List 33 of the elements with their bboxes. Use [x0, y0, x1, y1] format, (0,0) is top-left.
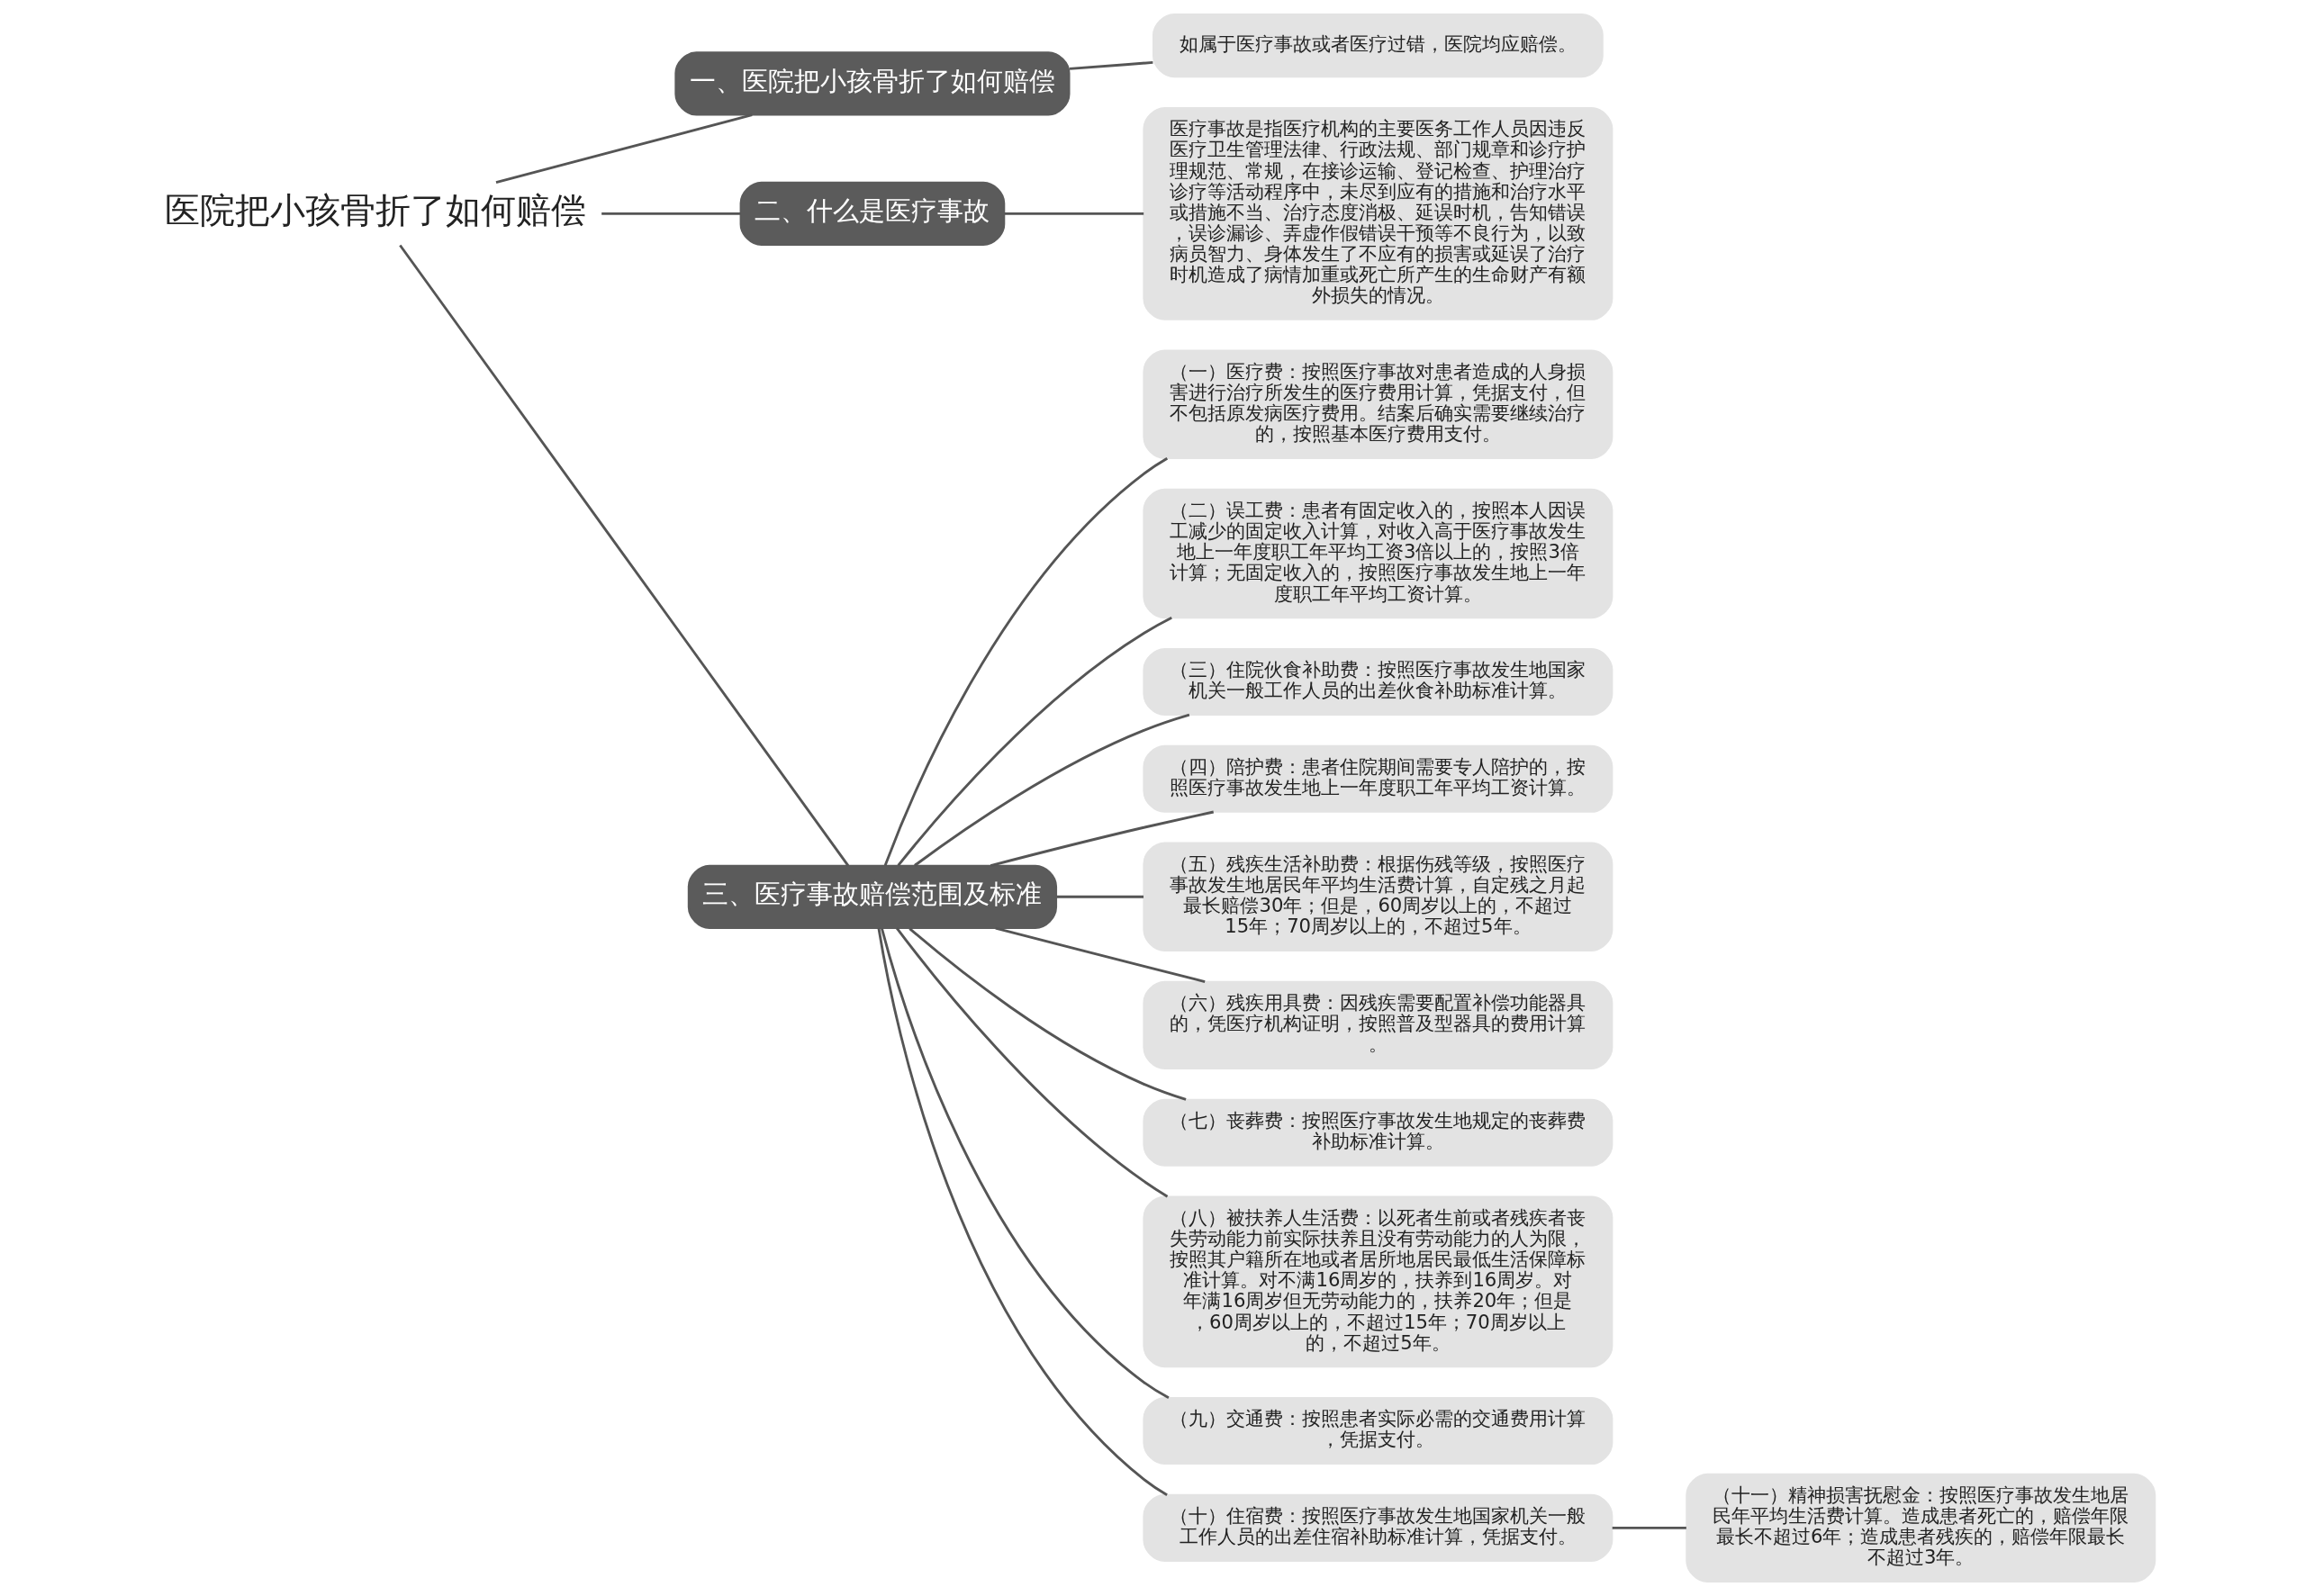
connector — [1612, 1526, 1686, 1529]
node-box: （八）被扶养人生活费：以死者生前或者残疾者丧失劳动能力前实际扶养且没有劳动能力的人为限，按照其户籍所在地或者居所地居民最低生活保障标准计算。对不满16周岁的，扶养到16周岁。对年满16周岁但无劳动能力的，扶养20年；但是，60周岁以上的，不超过15年；70周岁以上的，不超过5年。 — [1143, 1195, 1614, 1368]
node-box: （九）交通费：按照患者实际必需的交通费用计算，凭据支付。 — [1143, 1396, 1614, 1465]
connector — [914, 713, 1190, 867]
node-box: 如属于医疗事故或者医疗过错，医院均应赔偿。 — [1152, 13, 1604, 78]
node-box: （七）丧葬费：按照医疗事故发生地规定的丧葬费补助标准计算。 — [1143, 1098, 1614, 1167]
node-box: （十）住宿费：按照医疗事故发生地国家机关一般工作人员的出差住宿补助标准计算，凭据支付。 — [1143, 1493, 1614, 1562]
connector — [877, 927, 1168, 1496]
connector — [1056, 895, 1143, 898]
node-text: 医院把小孩骨折了如何赔偿 — [165, 190, 587, 231]
node-box: （二）误工费：患者有固定收入的，按照本人因误工减少的固定收入计算，对收入高于医疗事故发生地上一年度职工年平均工资3倍以上的，按照3倍计算；无固定收入的，按照医疗事故发生地上一年度职工年平均工资计算。 — [1143, 488, 1614, 619]
node-box: （三）住院伙食补助费：按照医疗事故发生地国家机关一般工作人员的出差伙食补助标准计算。 — [1143, 647, 1614, 716]
node-box: 一、医院把小孩骨折了如何赔偿 — [674, 51, 1071, 116]
connector — [881, 928, 1170, 1399]
node-box: 医疗事故是指医疗机构的主要医务工作人员因违反医疗卫生管理法律、行政法规、部门规章和诊疗护理规范、常规，在接诊运输、登记检查、护理治疗诊疗等活动程序中，未尽到应有的措施和治疗水平或措施不当、治疗态度消极、延误时机，告知错误，误诊漏诊、弄虚作假错误干预等不良行为，以致病员智力、身体发生了不应有的损害或延误了治疗时机造成了病情加重或死亡所产生的生命财产有额外损失的情况。 — [1143, 106, 1614, 320]
node-box: 三、医疗事故赔偿范围及标准 — [687, 864, 1058, 929]
node-box: （四）陪护费：患者住院期间需要专人陪护的，按照医疗事故发生地上一年度职工年平均工资计算。 — [1143, 744, 1614, 813]
node-box: 二、什么是医疗事故 — [739, 181, 1006, 247]
connector — [883, 456, 1169, 866]
connector — [601, 212, 741, 215]
connector — [1004, 212, 1144, 215]
node-box: （十一）精神损害抚慰金：按照医疗事故发生地居民年平均生活费计算。造成患者死亡的，赔偿年限最长不超过6年；造成患者残疾的，赔偿年限最长不超过3年。 — [1686, 1473, 2156, 1583]
connector — [895, 927, 1169, 1198]
connector — [399, 244, 850, 867]
connector — [1069, 60, 1153, 70]
node-box: （一）医疗费：按照医疗事故对患者造成的人身损害进行治疗所发生的医疗费用计算，凭据支付，但不包括原发病医疗费用。结案后确实需要继续治疗的，按照基本医疗费用支付。 — [1143, 349, 1614, 459]
connector — [908, 927, 1187, 1101]
node-box: （六）残疾用具费：因残疾需要配置补偿功能器具的，凭医疗机构证明，按照普及型器具的费用计算。 — [1143, 980, 1614, 1069]
connector — [495, 113, 753, 184]
connector — [897, 617, 1172, 867]
connector — [990, 810, 1215, 867]
connector — [995, 926, 1206, 983]
node-box: （五）残疾生活补助费：根据伤残等级，按照医疗事故发生地居民年平均生活费计算，自定残之月起最长赔偿30年；但是，60周岁以上的，不超过15年；70周岁以上的，不超过5年。 — [1143, 842, 1614, 951]
